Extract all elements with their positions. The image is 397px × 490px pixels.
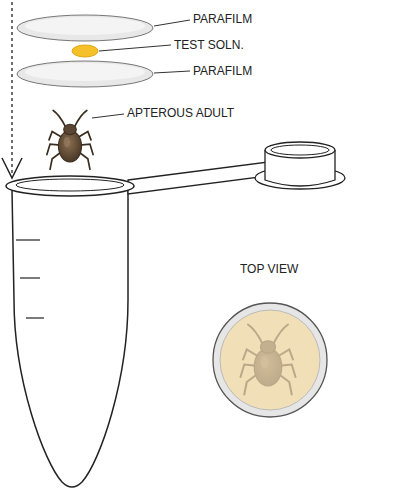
microtube — [12, 190, 128, 487]
view-label: TOP VIEW — [240, 262, 298, 276]
top-view-circle — [213, 303, 327, 417]
part-label: PARAFILM — [193, 64, 252, 78]
aphid-top-view — [241, 325, 296, 395]
part-label: PARAFILM — [193, 12, 252, 26]
part-label: APTEROUS ADULT — [127, 106, 234, 120]
part-label: TEST SOLN. — [174, 38, 244, 52]
parafilm-disc — [17, 15, 153, 41]
arrow-head — [2, 158, 22, 178]
parafilm-disc — [17, 61, 153, 87]
leader-line — [154, 71, 190, 73]
tube-rim — [6, 176, 134, 196]
leader-line — [99, 45, 171, 51]
dashed-arrow — [11, 2, 12, 176]
hinge-strap — [128, 162, 268, 194]
test-solution-drop — [72, 45, 98, 57]
leader-line — [92, 114, 124, 118]
aphid — [47, 111, 93, 170]
leader-line — [154, 20, 190, 26]
